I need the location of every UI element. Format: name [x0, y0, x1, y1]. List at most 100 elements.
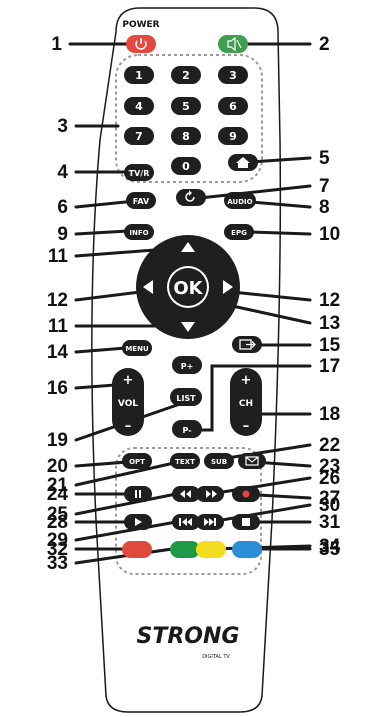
- pause-icon: [135, 490, 137, 498]
- page-down-button[interactable]: P-: [172, 420, 202, 438]
- record-icon: [242, 490, 250, 498]
- previous-button[interactable]: [172, 514, 200, 530]
- mute-button[interactable]: [218, 35, 248, 53]
- digit-6-button[interactable]: 6: [218, 97, 248, 115]
- stop-icon: [242, 518, 250, 526]
- red-key[interactable]: [122, 541, 152, 558]
- svg-text:P-: P-: [182, 426, 191, 435]
- callout-2: 2: [319, 34, 330, 55]
- power-button[interactable]: [126, 35, 156, 53]
- record-button[interactable]: [232, 486, 260, 502]
- digit-8-button[interactable]: 8: [171, 127, 201, 145]
- callout-32: 32: [47, 539, 68, 560]
- home-button[interactable]: [228, 154, 258, 171]
- callout-3: 3: [57, 116, 68, 137]
- svg-text:5: 5: [182, 100, 190, 113]
- svg-text:7: 7: [135, 130, 143, 143]
- svg-text:EPG: EPG: [231, 229, 247, 237]
- yellow-key[interactable]: [196, 541, 226, 558]
- mail-button[interactable]: [238, 453, 266, 469]
- svg-text:CH: CH: [239, 399, 253, 409]
- info-button[interactable]: INFO: [124, 224, 154, 240]
- fav-button[interactable]: FAV: [126, 192, 156, 209]
- pause-button[interactable]: [124, 486, 152, 502]
- mail-icon: [245, 456, 259, 466]
- previous-icon: [179, 518, 192, 526]
- callout-13: 13: [319, 313, 340, 334]
- green-key[interactable]: [170, 541, 200, 558]
- volume-rocker[interactable]: + VOL –: [112, 368, 144, 436]
- svg-text:8: 8: [182, 130, 190, 143]
- number-pad: 1 2 3 4 5 6 7 8 9 0: [124, 66, 248, 175]
- audio-button[interactable]: AUDIO: [224, 192, 256, 209]
- callout-10: 10: [319, 224, 340, 245]
- svg-text:INFO: INFO: [129, 229, 148, 237]
- tvr-button[interactable]: TV/R: [124, 164, 154, 181]
- down-arrow-icon[interactable]: [181, 322, 195, 332]
- digit-4-button[interactable]: 4: [124, 97, 154, 115]
- callout-18: 18: [319, 404, 340, 425]
- color-keys-frame: [115, 447, 262, 575]
- stop-button[interactable]: [232, 514, 260, 530]
- text-button[interactable]: TEXT: [170, 453, 200, 469]
- channel-rocker[interactable]: + CH –: [230, 368, 262, 436]
- brand-subtitle: DIGITAL TV: [202, 654, 230, 660]
- recall-icon: [185, 192, 195, 202]
- next-button[interactable]: [196, 514, 224, 530]
- callout-5: 5: [319, 148, 330, 169]
- play-icon: [135, 518, 142, 526]
- fast-forward-button[interactable]: [196, 486, 224, 502]
- callout-14: 14: [47, 342, 69, 363]
- svg-text:2: 2: [182, 69, 190, 82]
- svg-text:SUB: SUB: [211, 458, 227, 466]
- callout-16: 16: [47, 378, 68, 399]
- digit-2-button[interactable]: 2: [171, 66, 201, 84]
- svg-text:TEXT: TEXT: [175, 458, 195, 466]
- number-pad-frame: [115, 54, 263, 183]
- callout-12: 12: [319, 290, 340, 311]
- callout-34: 34: [319, 536, 341, 557]
- callout-11: 11: [48, 316, 69, 337]
- mute-icon: [227, 36, 236, 52]
- callout-1: 1: [51, 34, 62, 55]
- epg-button[interactable]: EPG: [224, 224, 254, 240]
- digit-7-button[interactable]: 7: [124, 127, 154, 145]
- ok-button[interactable]: OK: [173, 278, 203, 299]
- digit-3-button[interactable]: 3: [218, 66, 248, 84]
- callout-25: 25: [47, 504, 69, 525]
- digit-1-button[interactable]: 1: [124, 66, 154, 84]
- svg-text:0: 0: [182, 160, 190, 173]
- play-button[interactable]: [124, 514, 152, 530]
- list-button[interactable]: LIST: [170, 388, 202, 406]
- digit-0-button[interactable]: 0: [171, 157, 201, 175]
- exit-button[interactable]: [232, 336, 262, 353]
- digit-5-button[interactable]: 5: [171, 97, 201, 115]
- callout-24: 24: [47, 484, 69, 505]
- callout-11: 11: [48, 246, 69, 267]
- next-icon: [204, 518, 216, 526]
- rewind-button[interactable]: [172, 486, 200, 502]
- digit-9-button[interactable]: 9: [218, 127, 248, 145]
- recall-button[interactable]: [176, 189, 206, 206]
- navigation-pad: OK: [136, 235, 240, 339]
- right-arrow-icon[interactable]: [223, 280, 233, 294]
- blue-key[interactable]: [232, 541, 262, 558]
- svg-text:–: –: [243, 419, 250, 434]
- svg-text:4: 4: [135, 100, 143, 113]
- svg-text:P+: P+: [181, 362, 194, 371]
- rewind-icon: [180, 490, 191, 498]
- menu-button[interactable]: MENU: [122, 340, 152, 356]
- callout-28: 28: [47, 512, 68, 533]
- left-arrow-icon[interactable]: [143, 280, 153, 294]
- callout-12: 12: [47, 290, 68, 311]
- page-up-button[interactable]: P+: [172, 356, 202, 374]
- callout-21: 21: [47, 475, 69, 496]
- callout-9: 9: [57, 224, 68, 245]
- svg-text:+: +: [241, 373, 252, 388]
- opt-button[interactable]: OPT: [122, 453, 152, 469]
- svg-text:6: 6: [229, 100, 237, 113]
- sub-button[interactable]: SUB: [204, 453, 234, 469]
- up-arrow-icon[interactable]: [181, 242, 195, 252]
- svg-text:+: +: [123, 373, 134, 388]
